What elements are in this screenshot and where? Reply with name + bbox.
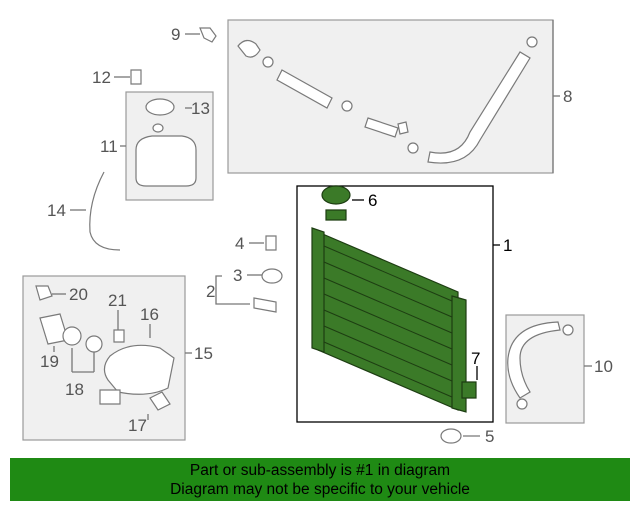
callout-9[interactable]: 9 — [171, 25, 180, 44]
callout-16[interactable]: 16 — [140, 305, 159, 324]
banner-line-1: Part or sub-assembly is #1 in diagram — [189, 462, 451, 479]
callout-20[interactable]: 20 — [69, 285, 88, 304]
callout-2[interactable]: 2 — [206, 282, 215, 301]
radiator-cap — [321, 185, 351, 205]
callout-12[interactable]: 12 — [92, 68, 111, 87]
callout-10[interactable]: 10 — [594, 357, 613, 376]
mount-bushing — [440, 428, 462, 444]
bolt-icon — [130, 69, 142, 85]
callout-1[interactable]: 1 — [503, 236, 512, 255]
callout-6[interactable]: 6 — [368, 191, 377, 210]
callout-18[interactable]: 18 — [65, 380, 84, 399]
callout-15[interactable]: 15 — [194, 344, 213, 363]
info-banner: Part or sub-assembly is #1 in diagram Di… — [10, 458, 630, 501]
callout-5[interactable]: 5 — [485, 427, 494, 446]
parts-diagram: 8 9 12 13 11 14 6 7 1 4 3 — [22, 19, 613, 446]
banner-line-2: Diagram may not be specific to your vehi… — [170, 481, 470, 498]
bolt-icon-4 — [265, 235, 277, 251]
callout-3[interactable]: 3 — [233, 266, 242, 285]
callout-4[interactable]: 4 — [235, 234, 244, 253]
callout-7[interactable]: 7 — [471, 349, 480, 368]
clip-icon — [199, 27, 217, 43]
callout-8[interactable]: 8 — [563, 87, 572, 106]
callout-21[interactable]: 21 — [108, 291, 127, 310]
callout-14[interactable]: 14 — [47, 201, 66, 220]
upper-hose-parts — [237, 36, 538, 164]
callout-17[interactable]: 17 — [128, 416, 147, 435]
callout-11[interactable]: 11 — [100, 137, 118, 156]
callout-19[interactable]: 19 — [40, 352, 59, 371]
callout-13[interactable]: 13 — [191, 99, 210, 118]
